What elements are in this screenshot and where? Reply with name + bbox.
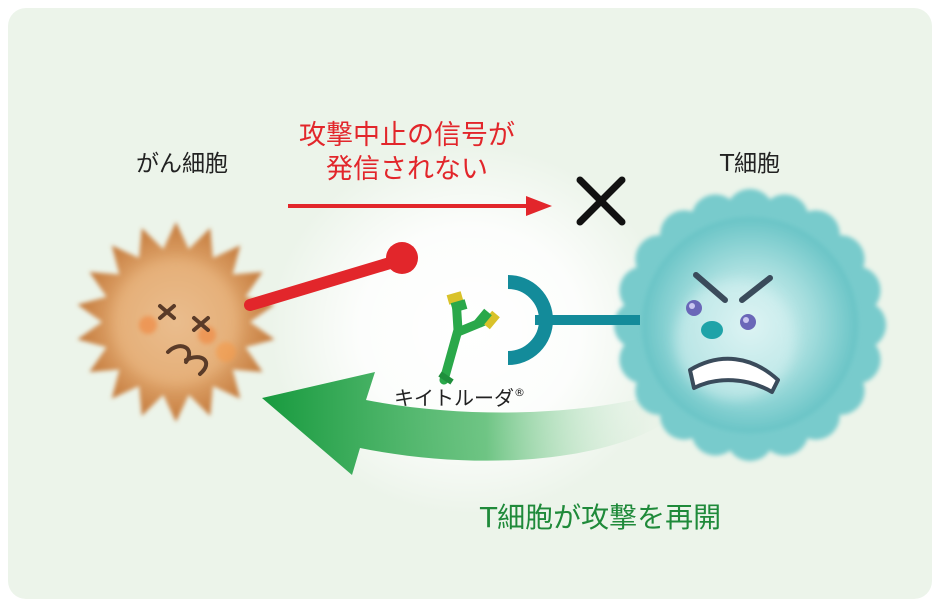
attack-resume-arrow bbox=[262, 372, 670, 475]
signal-caption-line1: 攻撃中止の信号が bbox=[299, 120, 515, 151]
cross-mark-icon bbox=[576, 176, 626, 226]
cancer-cell bbox=[77, 222, 275, 422]
registered-mark: ® bbox=[514, 386, 525, 399]
signal-caption-line2: 発信されない bbox=[326, 153, 488, 185]
cancer-cheek-left bbox=[139, 316, 157, 334]
signal-arrow bbox=[288, 196, 552, 216]
t-cell-face bbox=[686, 272, 780, 394]
t-cell-mouth bbox=[688, 356, 780, 394]
drug-name: キイトルーダ bbox=[394, 386, 514, 410]
cancer-face bbox=[158, 304, 210, 376]
t-cell-nose bbox=[701, 321, 723, 339]
t-cell-label: T細胞 bbox=[720, 151, 781, 177]
cancer-cell-label: がん細胞 bbox=[136, 151, 228, 177]
pd1-receptor bbox=[507, 275, 640, 365]
drug-label: キイトルーダ® bbox=[394, 386, 525, 411]
antibody-y-icon bbox=[438, 291, 500, 385]
signal-caption: 攻撃中止の信号が 発信されない bbox=[262, 119, 552, 187]
attack-resumed-caption: T細胞が攻撃を再開 bbox=[480, 501, 722, 534]
cancer-cheek-right bbox=[198, 326, 216, 344]
blocked-signal-line bbox=[244, 242, 418, 311]
